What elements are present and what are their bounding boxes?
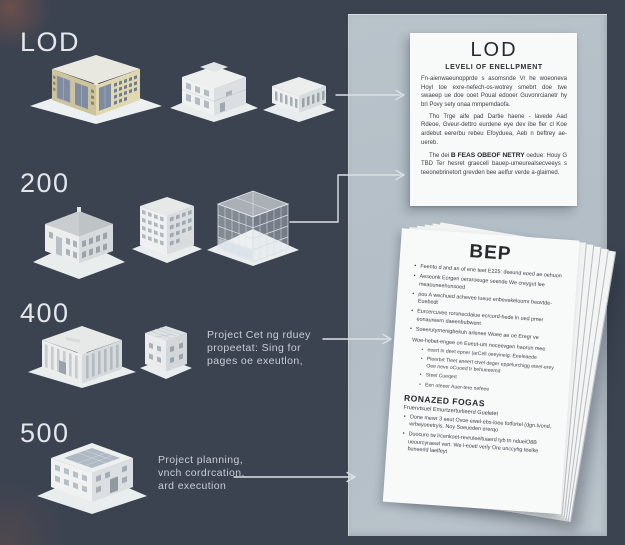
- caption-500-line3: ard execution: [158, 479, 227, 492]
- building-lod-detailed-icon: [30, 55, 162, 124]
- caption-500-line2: vnch cordrcation,: [158, 466, 245, 479]
- lod-document-title: LOD: [470, 39, 518, 61]
- lod-document-bold-phrase: B FEAS OBEOF NETRY: [450, 151, 525, 159]
- caption-400-line2: propeetat: Sing for: [207, 341, 301, 354]
- row-label-200: 200: [20, 168, 70, 198]
- caption-500-line1: Project planning,: [158, 454, 244, 466]
- building-200-house-icon: [33, 207, 125, 279]
- caption-400-line1: Project Cet ng rduey: [207, 329, 311, 341]
- building-400-hall-icon: [28, 326, 136, 388]
- row-label-400: 400: [20, 298, 70, 328]
- bep-sub-bullet-list: eeert ln deet epner (arCell oeeyineig: E…: [419, 347, 560, 398]
- lod-document-paragraph-2: Tho Trge aife pad Dartie haene - lavede …: [421, 113, 567, 146]
- building-lod-midpoly-icon: [170, 62, 258, 122]
- lod-document: LOD LEVELI OF ENELLPMENT Fn-aienwaeunopp…: [410, 33, 577, 206]
- building-lod-lowpoly-icon: [263, 77, 335, 122]
- row-label-lod: LOD: [20, 27, 81, 57]
- bep-document-stack: BEP Feento d and an of ene teet E225: de…: [382, 222, 617, 528]
- building-200-wireframe-icon: [207, 190, 299, 266]
- caption-500: Project planning, vnch cordrcation, ard …: [158, 454, 276, 492]
- caption-400: Project Cet ng rduey propeetat: Sing for…: [207, 329, 327, 367]
- lod-document-paragraph-3: The dei B FEAS OBEOF NETRY oedue: Houy G…: [421, 151, 567, 176]
- bep-document: BEP Feento d and an of ene teet E225: de…: [382, 228, 580, 514]
- building-500-final-icon: [37, 443, 147, 514]
- building-200-block-icon: [132, 197, 202, 263]
- bep-bullet-list-2: Oone mewr 3 eeut Ovoe ewel-ebs-loee fotf…: [400, 413, 554, 464]
- bep-bullet-list: Feento d and an of ene teet E225: deeund…: [409, 263, 566, 344]
- lod-document-subtitle: LEVELI OF ENELLPMENT: [445, 64, 543, 71]
- building-400-annex-icon: [140, 326, 192, 379]
- lod-document-paragraph-1: Fn-aienwaeunopprde s asomsnde Vr he woeo…: [421, 76, 567, 109]
- row-label-500: 500: [20, 418, 70, 448]
- caption-400-line3: pages oe exeutlon,: [207, 354, 303, 367]
